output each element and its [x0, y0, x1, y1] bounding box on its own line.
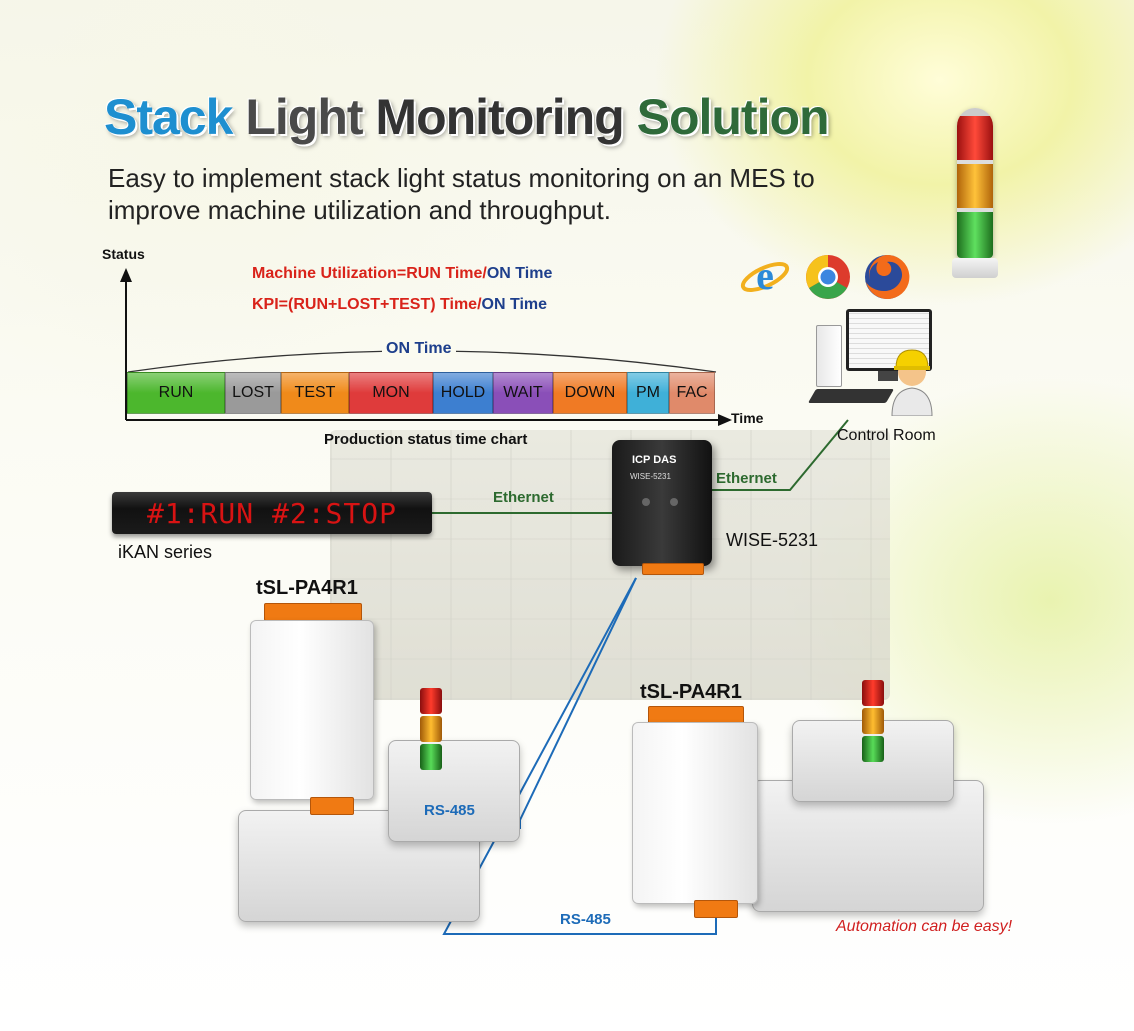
status-segment-down: DOWN — [553, 372, 627, 414]
chart-caption: Production status time chart — [324, 431, 528, 448]
tsl-pa4r1-left-module — [250, 620, 374, 800]
module-right-bottom-terminal — [694, 900, 738, 918]
kpi-formula: KPI=(RUN+LOST+TEST) Time/ON Time — [252, 296, 548, 313]
chrome-icon — [804, 253, 852, 301]
wise-terminal-block — [642, 563, 704, 575]
wise-5231-label: WISE-5231 — [726, 530, 819, 550]
page-title: Stack Light Monitoring Solution — [104, 89, 830, 145]
status-segment-mon: MON — [349, 372, 433, 414]
rs485-label-left: RS-485 — [424, 802, 475, 819]
control-room-computer — [807, 305, 932, 415]
utilization-formula: Machine Utilization=RUN Time/ON Time — [252, 265, 553, 282]
brand-logo: ICP DAS — [632, 454, 677, 466]
status-segment-test: TEST — [281, 372, 349, 414]
ikan-led-display: #1:RUN #2:STOP — [112, 492, 432, 534]
status-segment-lost: LOST — [225, 372, 281, 414]
firefox-icon — [862, 252, 912, 302]
y-axis-label: Status — [102, 246, 145, 262]
internet-explorer-icon: e — [740, 252, 790, 302]
on-time-label: ON Time — [382, 340, 456, 358]
operator-avatar — [888, 340, 936, 417]
ethernet-label-left: Ethernet — [493, 489, 554, 506]
module-right-label: tSL-PA4R1 — [640, 681, 742, 703]
status-segment-hold: HOLD — [433, 372, 493, 414]
status-segment-wait: WAIT — [493, 372, 553, 414]
module-left-top-terminal — [264, 603, 362, 621]
svg-text:e: e — [756, 253, 774, 298]
wise-badge: WISE-5231 — [630, 472, 671, 481]
stack-light-left — [420, 688, 442, 772]
ikan-label: iKAN series — [118, 542, 213, 562]
machine-right — [752, 780, 984, 912]
status-segment-run: RUN — [127, 372, 225, 414]
wise-5231-device: ICP DAS WISE-5231 — [612, 440, 712, 566]
module-left-bottom-terminal — [310, 797, 354, 815]
page-subtitle: Easy to implement stack light status mon… — [108, 163, 815, 225]
status-segment-fac: FAC — [669, 372, 715, 414]
slogan: Automation can be easy! — [836, 918, 1013, 935]
ethernet-label-right: Ethernet — [716, 470, 777, 487]
module-left-label: tSL-PA4R1 — [256, 577, 358, 599]
stack-light-large — [952, 108, 998, 278]
factory-background-image — [330, 430, 890, 700]
control-room-label: Control Room — [837, 427, 936, 444]
stack-light-right — [862, 680, 884, 764]
rs485-label-right: RS-485 — [560, 911, 611, 928]
status-segment-pm: PM — [627, 372, 669, 414]
tsl-pa4r1-right-module — [632, 722, 758, 904]
x-axis-label: Time — [731, 410, 764, 426]
machine-left-hopper — [388, 740, 520, 842]
